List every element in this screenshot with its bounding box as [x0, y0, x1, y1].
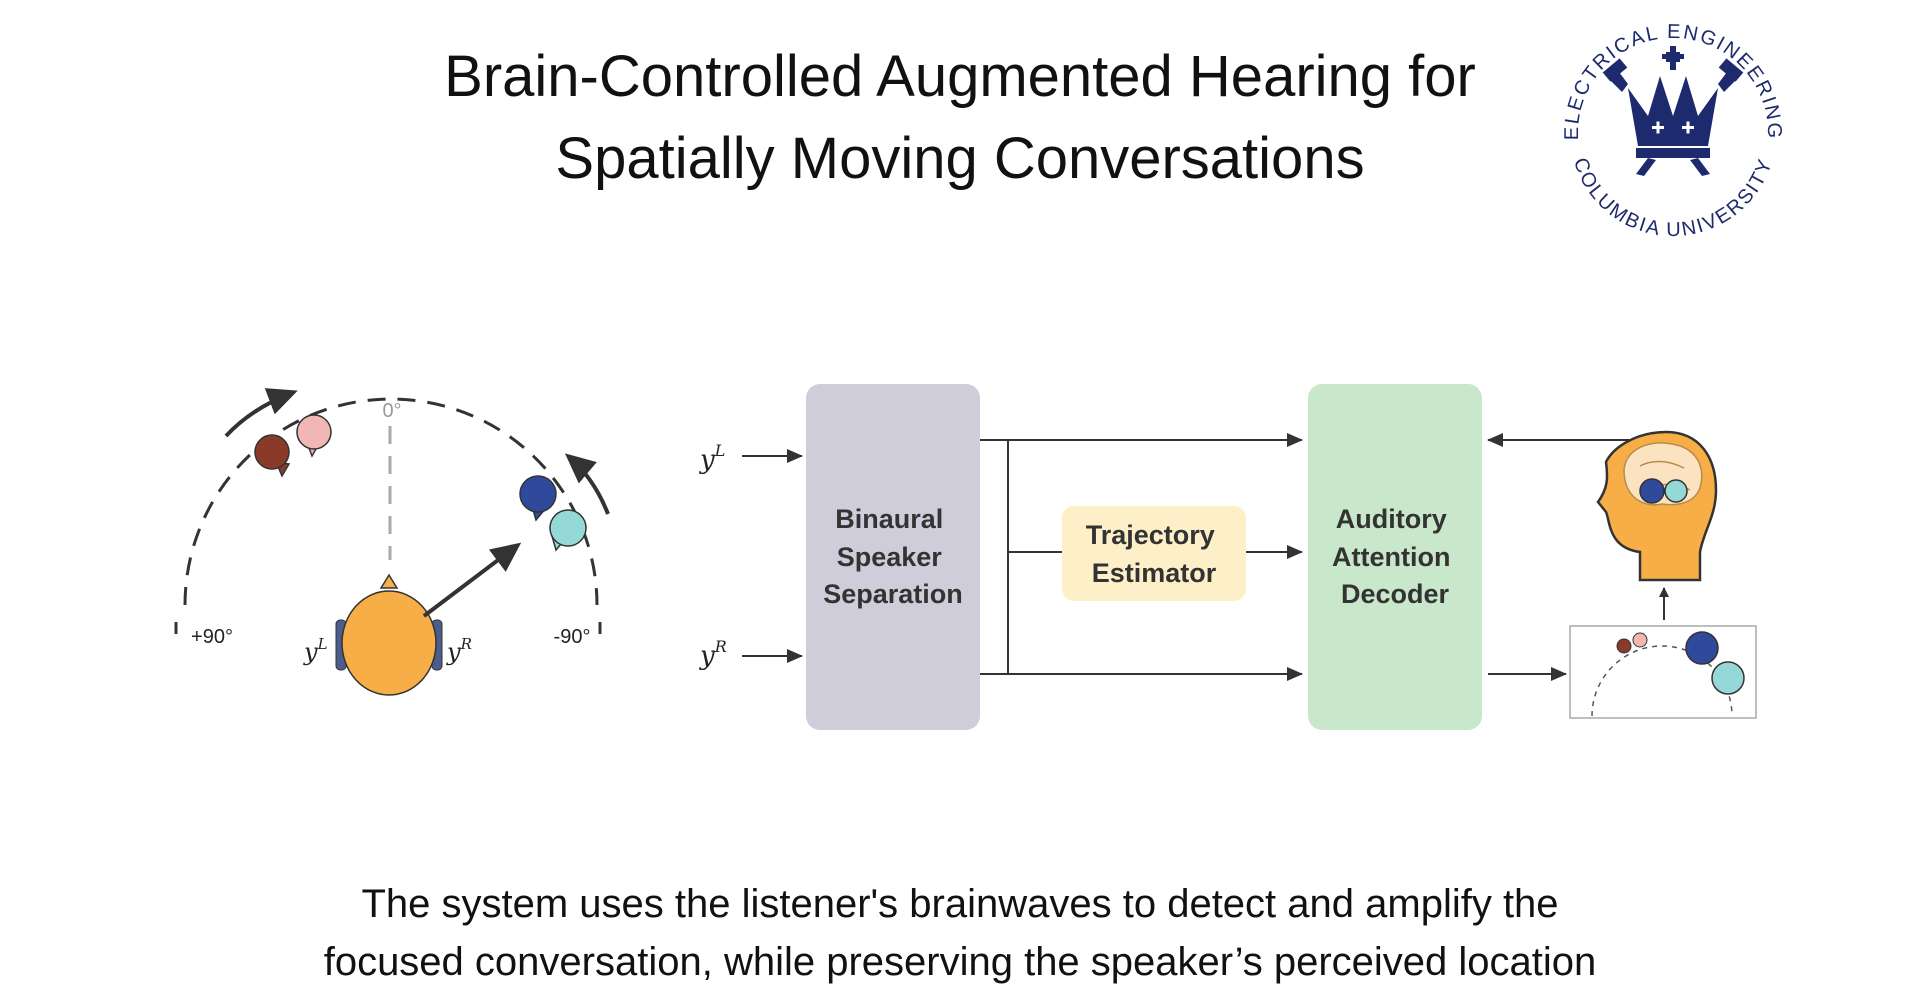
motion-arrow-left [224, 388, 298, 438]
trajectory-box [1062, 506, 1246, 601]
speaker-pink [296, 414, 332, 458]
speaker-cyan [549, 509, 587, 552]
columbia-logo: ELECTRICAL ENGINEERING COLUMBIA UNIVERSI… [1561, 21, 1783, 241]
caption-line-1: The system uses the listener's brainwave… [361, 882, 1559, 926]
spatial-scene: 0° +90° -90° yL [174, 388, 610, 696]
decoder-box [1308, 384, 1482, 730]
motion-arrow-right [564, 453, 610, 515]
page-title: Brain-Controlled Augmented Hearing for S… [380, 36, 1540, 200]
mini-speaker-cyan [1711, 661, 1745, 695]
separation-box [806, 384, 980, 730]
title-line-1: Brain-Controlled Augmented Hearing for [444, 44, 1476, 109]
decoder-label: Auditory Attention Decoder [1332, 504, 1458, 609]
input-label-right: yR [699, 637, 727, 671]
spatial-arc [183, 397, 599, 606]
crown-icon [1602, 46, 1744, 176]
input-label-left: yL [699, 441, 725, 475]
trajectory-label: Trajectory Estimator [1086, 520, 1223, 588]
angle-label-top: 0° [382, 400, 401, 422]
ear-label-right: yR [446, 635, 472, 666]
caption-line-2: focused conversation, while preserving t… [323, 940, 1597, 984]
mini-speaker-pink [1632, 632, 1648, 648]
ear-label-left: yL [303, 635, 328, 666]
separation-label: Binaural Speaker Separation [823, 504, 963, 609]
mini-speaker-brown [1616, 638, 1632, 654]
speaker-navy [519, 475, 557, 522]
pipeline: yL yR Binaural Speaker Separation Trajec… [699, 384, 1757, 730]
caption: The system uses the listener's brainwave… [200, 875, 1720, 991]
brain-head-icon [1596, 430, 1718, 582]
mini-speaker-navy [1685, 631, 1719, 665]
angle-label-right: -90° [554, 626, 591, 648]
mini-scene [1569, 625, 1757, 719]
speaker-brown [254, 434, 291, 478]
attention-direction-arrow [422, 542, 522, 618]
listener-head [335, 573, 443, 696]
title-line-2: Spatially Moving Conversations [555, 126, 1365, 191]
angle-label-left: +90° [191, 626, 233, 648]
